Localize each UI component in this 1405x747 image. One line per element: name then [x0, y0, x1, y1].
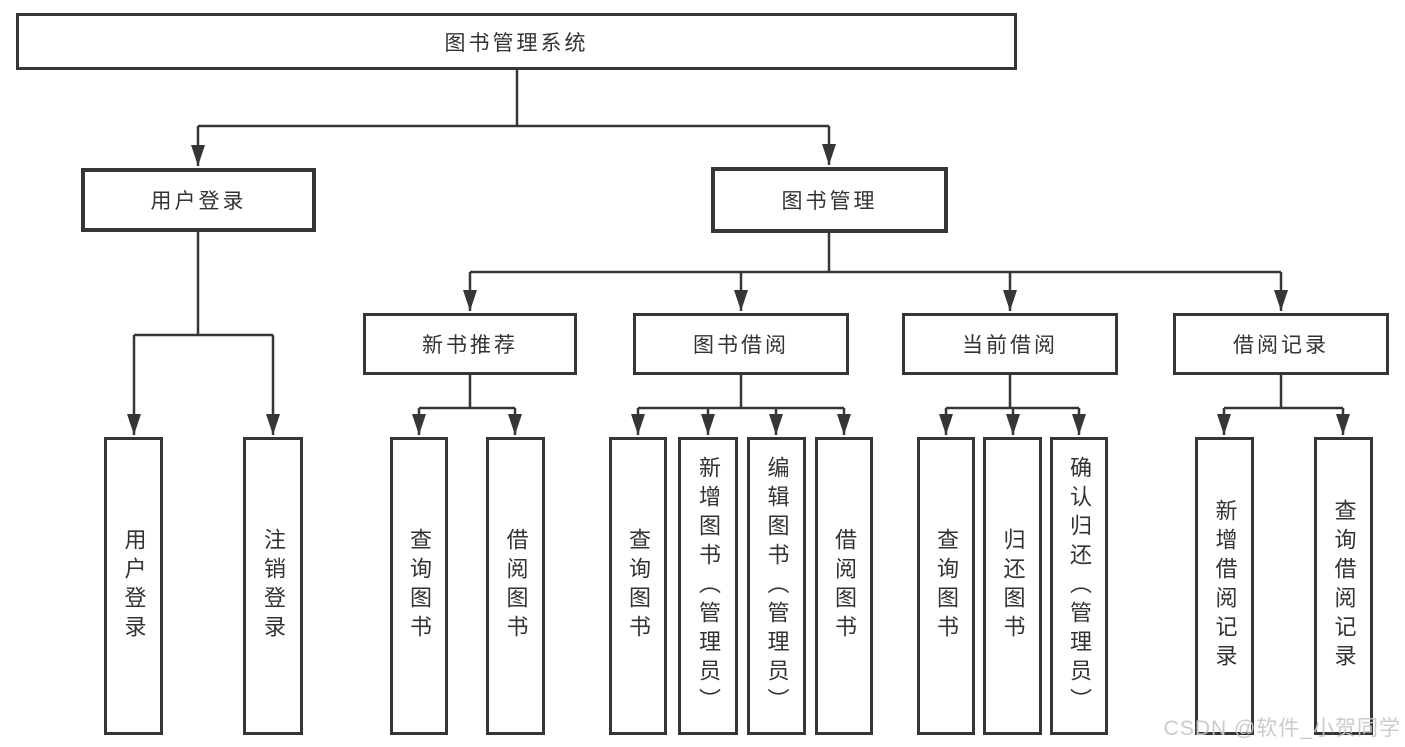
node-label: 图书管理系统 [444, 31, 589, 55]
csdn-watermark: CSDN @软件_小贺同学 [1163, 717, 1401, 740]
node-label: 借阅图书 [832, 528, 857, 644]
node-label: 查询借阅记录 [1331, 499, 1357, 673]
node-label: 查询图书 [407, 528, 432, 644]
node-label: 编辑图书（管理员） [764, 455, 790, 717]
node-user-login: 用户登录 [81, 168, 316, 232]
node-root-library-system: 图书管理系统 [16, 13, 1017, 70]
leaf-edit-books-admin: 编辑图书（管理员） [747, 437, 806, 735]
leaf-logout: 注销登录 [243, 437, 303, 735]
node-label: 图书管理 [781, 190, 878, 213]
node-label: 新增借阅记录 [1212, 499, 1238, 673]
node-label: 新书推荐 [422, 334, 518, 357]
leaf-query-books-current: 查询图书 [917, 437, 975, 735]
node-label: 归还图书 [1000, 528, 1026, 644]
node-current-borrowing: 当前借阅 [902, 313, 1118, 375]
leaf-borrow-books: 借阅图书 [815, 437, 873, 735]
node-label: 确认归还（管理员） [1067, 455, 1092, 717]
node-label: 当前借阅 [962, 334, 1058, 357]
node-label: 借阅图书 [503, 528, 529, 644]
node-label: 图书借阅 [693, 334, 789, 357]
node-label: 用户登录 [121, 528, 147, 644]
node-book-management: 图书管理 [711, 167, 948, 233]
leaf-borrow-books-recommend: 借阅图书 [486, 437, 545, 735]
node-label: 用户登录 [150, 190, 247, 213]
leaf-query-books-recommend: 查询图书 [390, 437, 448, 735]
node-borrow-records: 借阅记录 [1173, 313, 1389, 375]
node-label: 注销登录 [261, 528, 286, 644]
node-book-borrowing: 图书借阅 [633, 313, 849, 375]
leaf-query-borrow-record: 查询借阅记录 [1314, 437, 1373, 735]
leaf-query-books-borrowing: 查询图书 [609, 437, 667, 735]
node-new-book-recommend: 新书推荐 [363, 313, 577, 375]
leaf-confirm-return-admin: 确认归还（管理员） [1050, 437, 1108, 735]
leaf-add-books-admin: 新增图书（管理员） [678, 437, 738, 735]
node-label: 查询图书 [934, 528, 959, 644]
node-label: 查询图书 [626, 528, 651, 644]
leaf-return-books: 归还图书 [983, 437, 1042, 735]
leaf-user-login: 用户登录 [104, 437, 163, 735]
node-label: 借阅记录 [1233, 334, 1329, 357]
node-label: 新增图书（管理员） [696, 455, 721, 717]
leaf-add-borrow-record: 新增借阅记录 [1195, 437, 1254, 735]
